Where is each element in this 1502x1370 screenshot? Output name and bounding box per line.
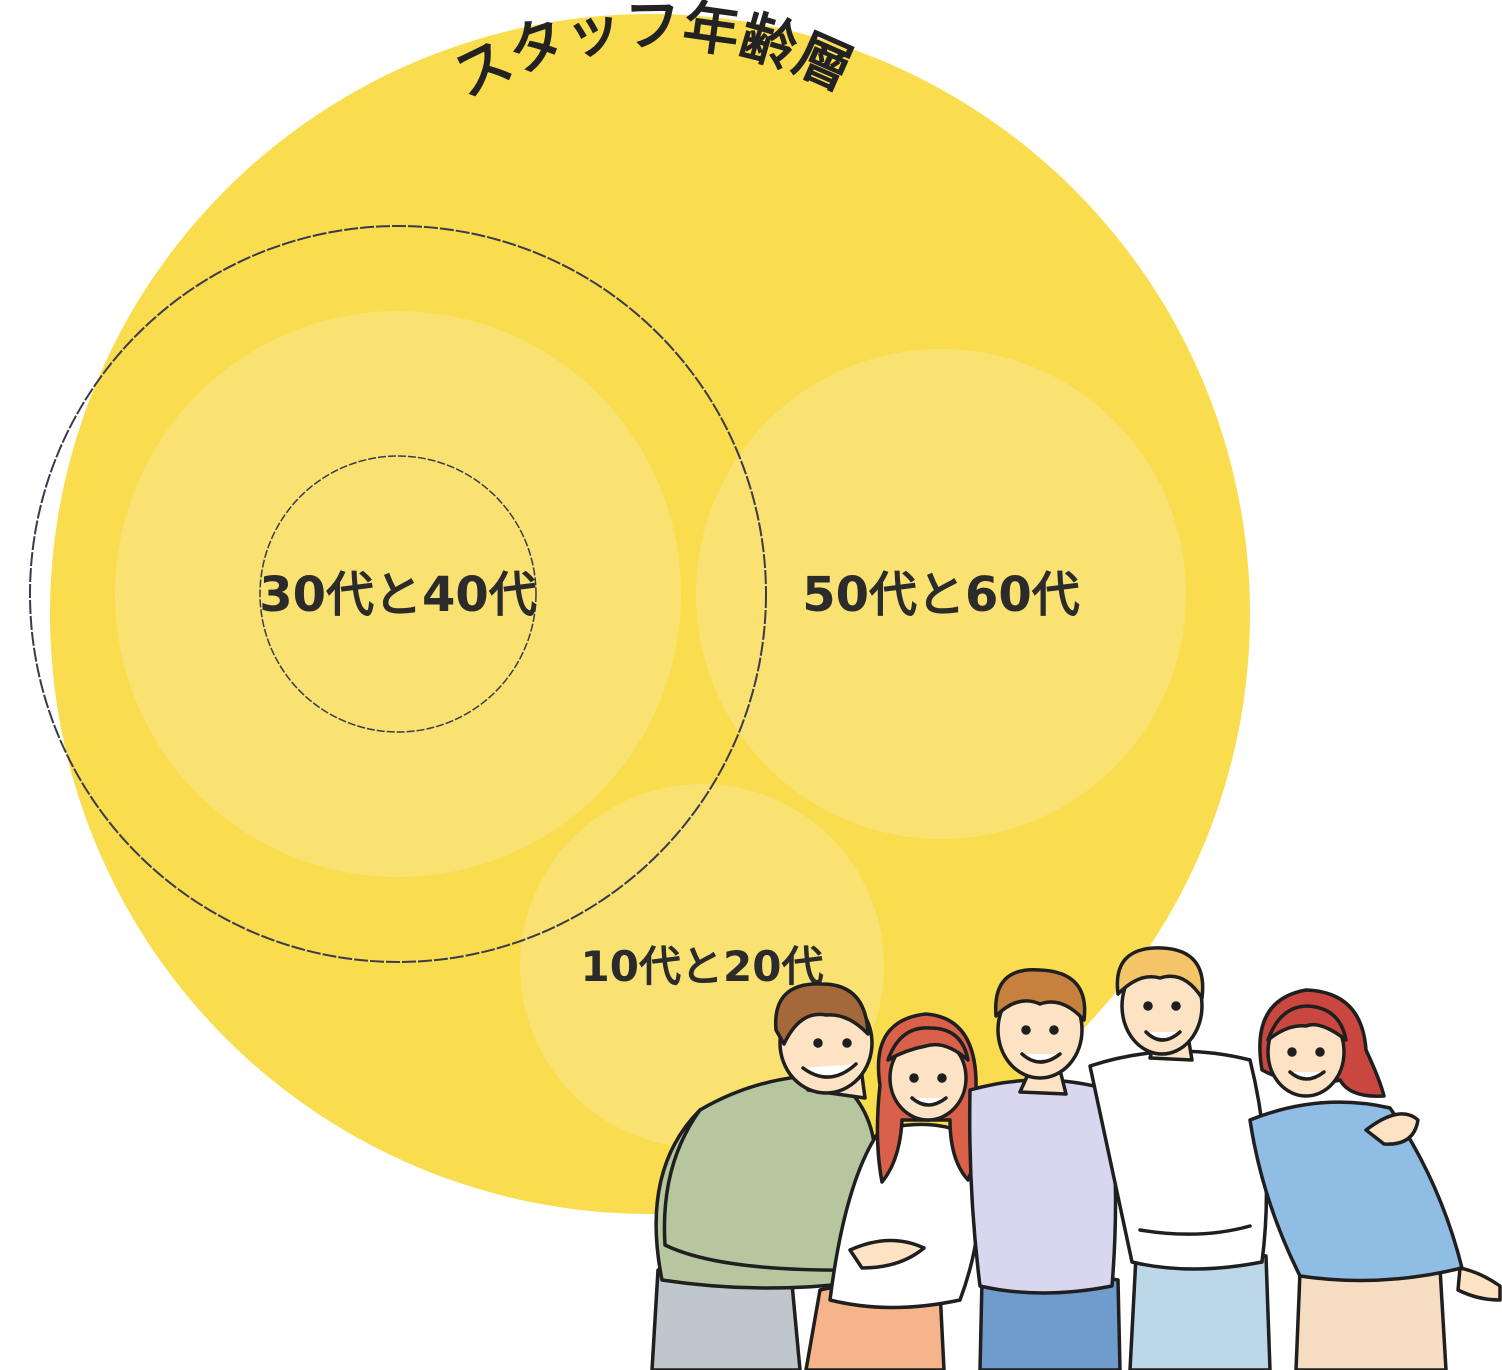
outline-ring-small <box>259 455 537 733</box>
outline-ring-large <box>29 225 767 963</box>
person-4 <box>1088 946 1272 1370</box>
label-age-10-20: 10代と20代 <box>581 942 824 991</box>
label-age-30-40: 30代と40代 <box>259 567 537 623</box>
circle-age-30-40 <box>115 311 681 877</box>
person-5 <box>1248 988 1502 1370</box>
group-friends-illustration <box>650 946 1502 1370</box>
person-3 <box>967 967 1122 1370</box>
circle-age-50-60 <box>696 349 1186 839</box>
person-2 <box>804 1012 982 1370</box>
person-1 <box>650 982 922 1370</box>
label-age-50-60: 50代と60代 <box>802 567 1080 623</box>
